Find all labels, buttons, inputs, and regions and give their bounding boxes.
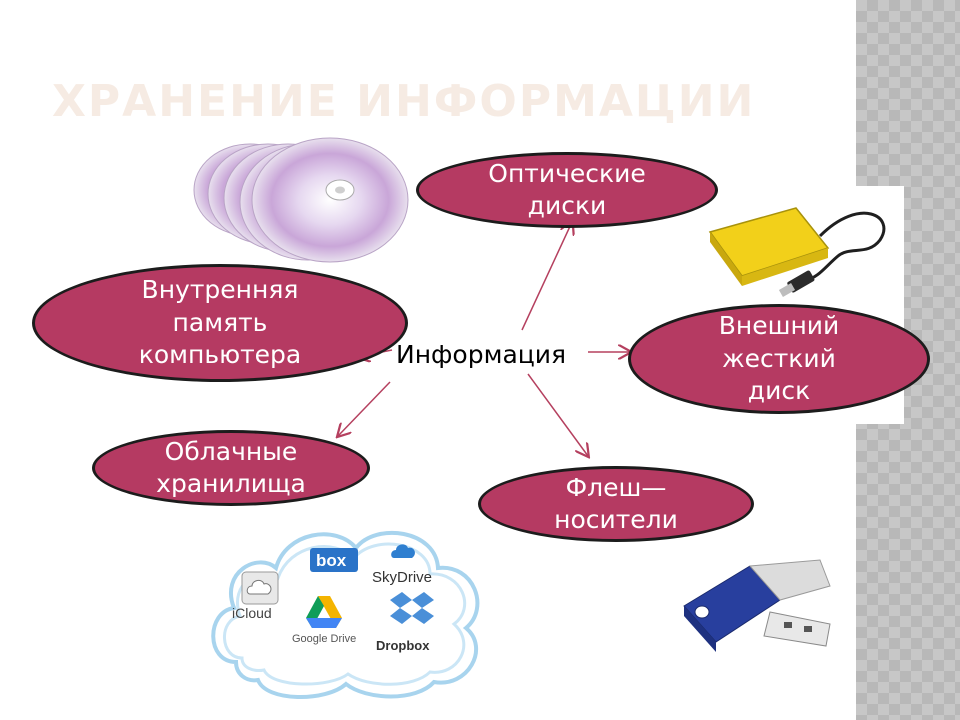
icloud-icon bbox=[241, 571, 279, 605]
arrow-to-flash bbox=[527, 373, 588, 456]
arrow-to-cloud bbox=[338, 381, 391, 436]
box-icon bbox=[310, 548, 358, 572]
node-optical-discs: Оптические диски bbox=[416, 152, 718, 228]
dropbox-icon bbox=[390, 592, 434, 624]
flash-drive-image bbox=[683, 559, 831, 652]
node-external-hdd: Внешний жесткий диск bbox=[628, 304, 930, 414]
google-drive-icon bbox=[306, 596, 342, 628]
node-cloud-storage: Облачные хранилища bbox=[92, 430, 370, 506]
icloud-label: iCloud bbox=[232, 605, 272, 621]
dropbox-label: Dropbox bbox=[376, 638, 430, 653]
center-label: Информация bbox=[396, 340, 567, 369]
optical-discs-image bbox=[193, 137, 409, 263]
skydrive-icon bbox=[391, 544, 415, 558]
external-hdd-image bbox=[708, 207, 886, 297]
node-internal-memory: Внутренняя память компьютера bbox=[32, 264, 408, 382]
skydrive-label: SkyDrive bbox=[372, 569, 432, 586]
box-label: box bbox=[316, 551, 347, 570]
google-drive-label: Google Drive bbox=[292, 633, 356, 645]
slide-title: ХРАНЕНИЕ ИНФОРМАЦИИ bbox=[52, 76, 756, 127]
arrow-to-optical bbox=[521, 222, 572, 331]
node-flash-drives: Флеш— носители bbox=[478, 466, 754, 542]
cloud-services-image: iCloud box SkyDrive Google Drive Dropbox bbox=[211, 530, 480, 700]
